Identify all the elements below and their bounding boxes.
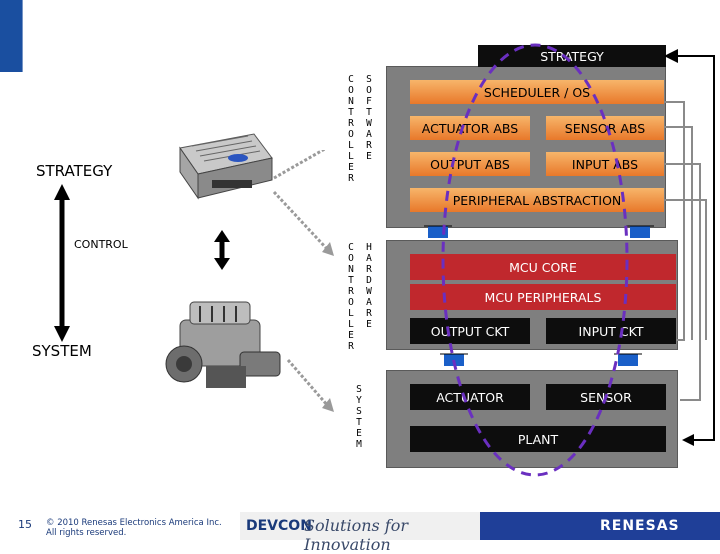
controller-module-image [179,133,273,200]
input-ckt-box: INPUT CKT [546,318,676,344]
system-vertical-label: SYSTEM [356,384,362,450]
output-ckt-box: OUTPUT CKT [410,318,530,344]
actuator-abs-box: ACTUATOR ABS [410,116,530,140]
mcu-peripherals-box: MCU PERIPHERALS [410,284,676,310]
controller-software-vertical-label: CONTROLLER [348,74,354,184]
devcon-band: DEVCON Solutions for Innovation [240,512,480,554]
slide-accent-line [22,0,23,72]
software-vertical-label: SOFTWARE [366,74,372,162]
actuator-box: ACTUATOR [410,384,530,410]
copyright-line-2: All rights reserved. [46,528,127,538]
copyright: © 2010 Renesas Electronics America Inc. … [46,518,222,538]
dashed-signal-loop [441,43,629,477]
mcu-core-box: MCU CORE [410,254,676,280]
renesas-logo: RENESAS [600,518,680,534]
sensor-abs-box: SENSOR ABS [546,116,664,140]
control-label: CONTROL [74,238,128,251]
copyright-line-1: © 2010 Renesas Electronics America Inc. [46,518,222,528]
controller-hardware-vertical-label: CONTROLLER [348,242,354,352]
output-abs-box: OUTPUT ABS [410,152,530,176]
engine-image [165,301,281,388]
hardware-vertical-label: HARDWARE [366,242,372,330]
scheduler-os-box: SCHEDULER / OS [410,80,664,104]
renesas-band: RENESAS [480,512,720,540]
image-to-stack-arrows [272,150,334,412]
devcon-logo: DEVCON [246,518,312,534]
controller-engine-arrow [214,230,230,270]
input-abs-box: INPUT ABS [546,152,664,176]
strategy-system-arrow [54,184,70,342]
strategy-box: STRATEGY [478,45,666,67]
slide-number: 15 [18,518,32,531]
strategy-label: STRATEGY [36,162,113,180]
system-label: SYSTEM [32,342,92,360]
slide-accent-bar [0,0,22,72]
tagline: Solutions for Innovation [304,516,408,554]
plant-box: PLANT [410,426,666,452]
peripheral-abstraction-box: PERIPHERAL ABSTRACTION [410,188,664,212]
feedback-lines [664,49,715,446]
